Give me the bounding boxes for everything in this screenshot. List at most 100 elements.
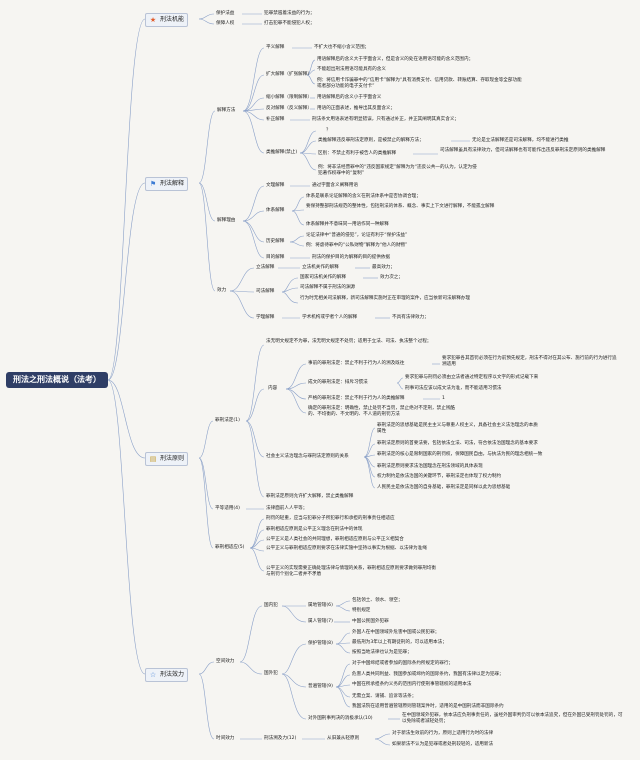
node-u2: 危害人类共同利益、我国参加或缔约的国际条约，我国有法律以定为犯罪； [352,672,504,677]
node-guarantee[interactable]: 保障人权 [216,21,235,26]
node-history[interactable]: 历史解释 [266,239,285,244]
star-icon: ☆ [149,671,157,679]
node-legality[interactable]: 罪刑法定(1) [215,418,240,423]
section-func-label: 刑法机能 [160,16,185,23]
node-space[interactable]: 空间效力 [216,659,235,664]
node-u1: 对于中国缔结或者参加的国际条约所规定的罪行； [352,661,454,666]
node-r2: 如果新法不认为是犯罪或者处刑较轻的，适用新法 [392,742,494,747]
node-protect-desc: 犯罪禁遏着法益的行为； [264,11,315,16]
section-princ[interactable]: ▤ 刑法原则 [145,452,189,466]
node-protect[interactable]: 保护法益 [216,11,235,16]
node-judicial-d1: 国家司法机关作的解释 [300,275,346,280]
node-literal-desc: 不扩大也不缩小含义范围； [314,45,370,50]
node-analogy[interactable]: 类推解释(禁止) [266,150,298,155]
root-node[interactable]: 刑法之刑法概说（法考） [6,372,108,388]
node-legislative-d2: 最高效力； [372,265,395,270]
node-domestic[interactable]: 国内犯 [264,603,278,608]
node-purpose-desc: 刑法的保护目的为解释的目的提供依据 [312,255,391,260]
node-text-desc: 通过字面含义阐释用语 [312,183,358,188]
node-retro-principle[interactable]: 从旧兼从轻原则 [327,736,360,741]
node-foreign-desc: 在中国领域外犯罪，依本法应负刑事责任的，虽经外国审判仍可以依本法追究，但在外国已… [402,713,623,724]
node-a5: 公平正义的实现需要正确处理法律与情理的关系，罪刑相适应原则要求做到罪刑均衡与刑罚… [266,566,436,577]
node-territorial[interactable]: 属地管辖(6) [308,603,333,608]
node-shrink[interactable]: 缩小解释（限制解释） [266,95,312,100]
node-c3: 严格的罪刑法定：禁止不利于行为人的类推解释 [308,396,405,401]
node-analogy-d1b: 无论是立法解释还是司法解释，均不能进行类推 [472,138,569,143]
node-expand[interactable]: 扩大解释（扩张解释） [266,72,312,77]
node-system-d2: 要保持整部刑法规范的整体性，包括刑法的体系、概念、事实上下文进行解释，不能孤立解… [306,204,495,209]
node-u3: 中国在所承担条约义务的范围内行使刑事管辖权的适用本法 [352,682,472,687]
node-p1: 外国人在中国领域外危害中国或公民犯罪； [352,630,440,635]
node-s4: 罪刑法定原则要求法治国理念在刑法领域的具体表现 [377,464,483,469]
node-social[interactable]: 社会主义法治理念与罪刑法定原则的关系 [266,454,349,459]
node-retro[interactable]: 刑法溯及力(12) [264,736,297,741]
node-universal[interactable]: 普遍管辖(9) [308,684,333,689]
node-expand-d3: 例：将信用卡诈骗罪中的“信用卡”解释为“具有消费支付、信用贷款、转账结算、存取现… [317,78,522,89]
node-analogy-d2: 区别：不禁止有利于被告人的类推解释 [318,151,397,156]
node-correction[interactable]: 补正解释 [266,117,285,122]
node-s1: 罪刑法定的思想基础是民主主义与尊重人权主义，具备社会主义法治理念的本质属性 [377,423,538,434]
node-c4: 确定的罪刑法定：明确性，禁止处罚不当罚，禁止绝对不定刑，禁止残酷的、不均衡的、不… [308,406,456,417]
node-s6: 人民民主是依法治国的自身基础，罪刑法定是同样以此为思想基础 [377,485,511,490]
node-equality[interactable]: 平等适用(4) [215,506,240,511]
node-system[interactable]: 体系解释 [266,208,285,213]
node-personal[interactable]: 属人管辖(7) [308,619,333,624]
node-force[interactable]: 效力 [217,288,227,293]
node-literal[interactable]: 平义解释 [266,45,285,50]
node-analogy-d1: 类推解释违反罪刑法定原则，是被禁止的解释方法； [318,138,424,143]
node-c3b: 1 [442,396,445,401]
node-academic-d2: 不具有法律效力； [392,315,429,320]
node-correction-desc: 刑法条文用语表述有明显错误，只有通过补正，并正其阐明其真实含义； [312,117,460,122]
section-func[interactable]: ★ 刑法机能 [145,13,189,27]
node-judicial[interactable]: 司法解释 [256,289,275,294]
node-p3: 按照当地法律也认为是犯罪； [352,650,412,655]
section-eff[interactable]: ☆ 刑法效力 [145,668,189,682]
node-text[interactable]: 文理解释 [266,183,285,188]
node-system-d1: 体系是联系论证解释的含义在刑法体系中是否协调合理； [306,194,421,199]
node-c2: 成文的罪刑法定：排斥习惯法 [308,380,368,385]
node-c2b2: 刑事司法应该以成文法为准，而不能适用习惯法 [405,386,502,391]
node-legality-desc: 法无明文规定不为罪，法无明文规定不处罚；适用于立法、司法、执法整个过程； [266,339,432,344]
node-purpose[interactable]: 目的解释 [266,255,285,260]
node-analogy-d2b: 司法解释虽具有法律效力，但司法解释也有可能作出违反罪刑法定原则的类推解释 [440,148,606,153]
node-content[interactable]: 内容 [268,386,278,391]
node-expand-d1: 用语解释后的含义大于字面含义，但是含义的处在语用语可能的含义范围内； [317,57,474,62]
node-s5: 权力制约是依法治国的关键环节，罪刑法定也体现了权力制约 [377,474,502,479]
node-terr-d1: 包括领土、领水、领空； [352,598,403,603]
node-antithesis-desc: 用语的正面表述，推导出其反面含义； [317,106,396,111]
node-history-d2: 例：将虐待罪中的“公私财物”解释为“他人的财物” [306,243,408,248]
node-academic-d1: 学术机构或学者个人的解释 [302,315,358,320]
node-analogy-d0: ？ [326,128,331,133]
node-c1: 事前的罪刑法定：禁止不利于行为人的溯及既往 [308,361,405,366]
node-c1b: 要求犯罪各其首罚必须在行为前预先规定，刑法不得对在其公布、施行前的行为进行追溯适… [442,356,617,367]
node-foreign[interactable]: 对外国刑事判决的消极承认(10) [308,716,373,721]
node-method[interactable]: 解释方法 [217,108,236,113]
node-protective[interactable]: 保护管辖(8) [308,641,333,646]
node-adapt[interactable]: 罪刑相适应(5) [215,545,245,550]
node-analogy-d3: 例：将非法经营罪中的“违反国家规定”解释为为“违反公共一的认为，认定为侵犯著作权… [318,165,477,176]
node-shrink-desc: 用语解释后的含义小于字面含义 [317,95,382,100]
node-legislative[interactable]: 立法解释 [256,265,275,270]
node-u5: 我国法院在适用普遍管辖原则管辖案件时，适用的是中国刑法而非国际条约 [352,704,504,709]
node-a3: 公平正义是人类社会的共同理想，罪刑相适应原则与公平正义相契合 [266,537,404,542]
node-judicial-d2: 效力次之； [380,275,403,280]
node-s2: 罪刑法定原则的首要法要，包括依法立法、司法，符合依法治国理念的基本要求 [377,441,538,446]
section-interp[interactable]: ⚑ 刑法解释 [145,177,189,191]
note-icon: ▤ [149,455,157,463]
node-s3: 罪刑法定的核心是限制国家的刑罚权，保障国民自由，与执法为民的理念相统一致 [377,452,543,457]
node-legality-note: 罪刑法定原则允许扩大解释，禁止类推解释 [266,494,354,499]
node-time[interactable]: 时间效力 [216,736,235,741]
node-abroad[interactable]: 国外犯 [264,671,278,676]
node-equality-desc: 法律面前人人平等； [266,506,308,511]
node-r1: 对于新法生效前的行为，原则上适用行为时的法律 [392,731,494,736]
node-judicial-d3: 司法解释不属于刑法的渊源 [300,285,356,290]
flag-icon: ⚑ [149,180,157,188]
star-icon: ★ [149,16,157,24]
node-c2b1: 要求犯罪与刑罚必须由立法者通过特定程序以文字的形式记载下来 [405,375,539,380]
section-princ-label: 刑法原则 [160,455,185,462]
node-academic[interactable]: 学理解释 [256,315,275,320]
node-a2: 罪刑相适应原则是公平正义理念在刑法中的体现 [266,527,363,532]
node-terr-d2: 特别规定 [352,608,371,613]
node-reason[interactable]: 解释理由 [217,218,236,223]
node-antithesis[interactable]: 反对解释（反义解释） [266,106,312,111]
